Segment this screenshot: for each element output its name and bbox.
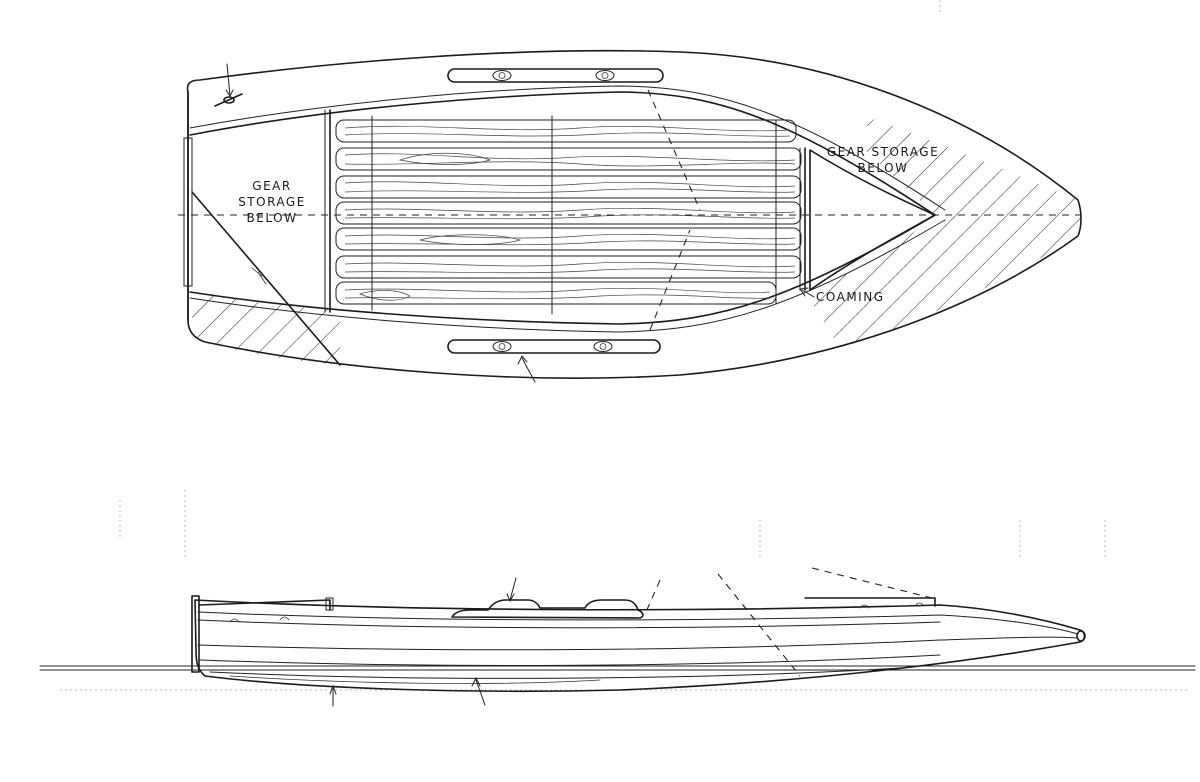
plan-view	[178, 49, 1082, 383]
coaming-label-text: COAMING	[816, 290, 885, 304]
coaming-label: COAMING	[816, 289, 885, 305]
cleat-icon	[214, 63, 243, 107]
gear-storage-below-aft-label: GEAR STORAGE BELOW	[222, 178, 322, 226]
hull-profile	[194, 599, 1086, 693]
aft-hatch-area	[192, 212, 340, 365]
aft-label-line-3: BELOW	[246, 211, 298, 225]
floorboards	[335, 119, 802, 305]
fwd-label-line-2: BELOW	[857, 161, 909, 175]
rubrail-bottom	[447, 339, 661, 354]
profile-view	[39, 567, 1196, 707]
bow-hatch-area	[805, 118, 1081, 348]
aft-label-line-2: STORAGE	[238, 195, 306, 209]
fwd-label-line-1: GEAR STORAGE	[826, 145, 940, 159]
aft-label-line-1: GEAR	[252, 179, 292, 193]
gear-storage-below-fwd-label: GEAR STORAGE BELOW	[818, 144, 948, 176]
coaming-top	[189, 91, 936, 216]
coaming-bottom	[189, 214, 936, 325]
rubrail-top	[447, 68, 664, 83]
coaming-profile	[451, 599, 644, 619]
